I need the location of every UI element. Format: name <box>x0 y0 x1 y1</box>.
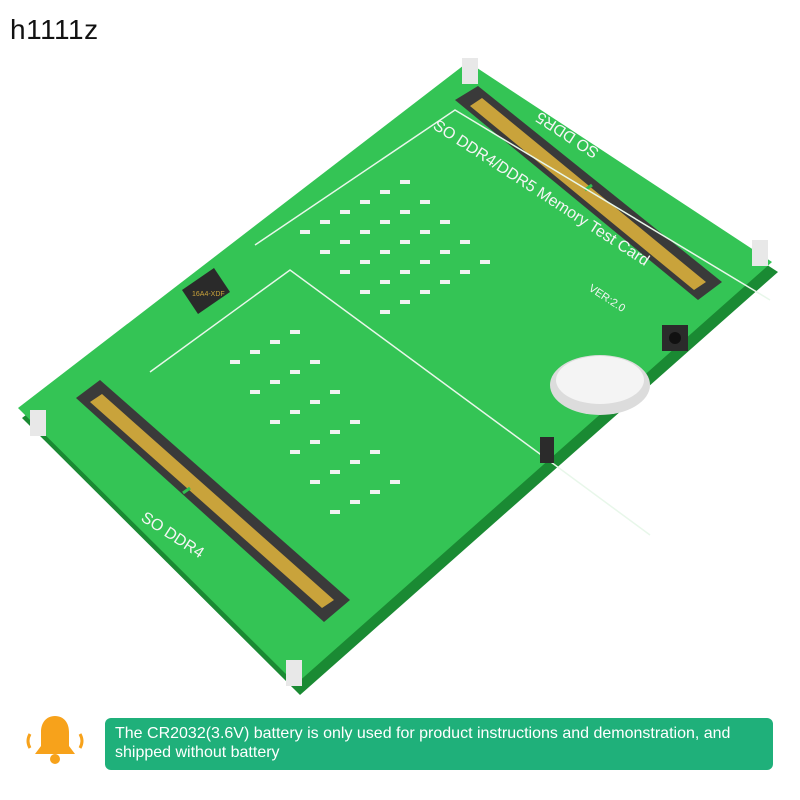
led-grid-ddr5 <box>300 180 490 314</box>
power-switch <box>540 437 554 463</box>
standoffs <box>30 58 768 686</box>
brand-name: h1111z <box>10 14 99 45</box>
battery-notice: The CR2032(3.6V) battery is only used fo… <box>105 718 773 770</box>
led-grid-ddr4 <box>230 330 400 514</box>
memory-test-card-illustration: 16A4-XDF SO DDR4/DDR5 Memory Test Card V… <box>18 58 778 695</box>
svg-text:16A4-XDF: 16A4-XDF <box>192 291 225 298</box>
reset-button <box>662 325 688 351</box>
bell-icon <box>22 708 88 774</box>
divider-mid <box>149 269 651 536</box>
ddr4-slot <box>76 380 350 622</box>
product-image: 16A4-XDF SO DDR4/DDR5 Memory Test Card V… <box>18 58 778 695</box>
coin-cell-holder <box>550 355 650 415</box>
pcb-board <box>18 62 772 684</box>
divider-top <box>254 109 771 301</box>
regulator-chip: 16A4-XDF <box>182 268 230 314</box>
